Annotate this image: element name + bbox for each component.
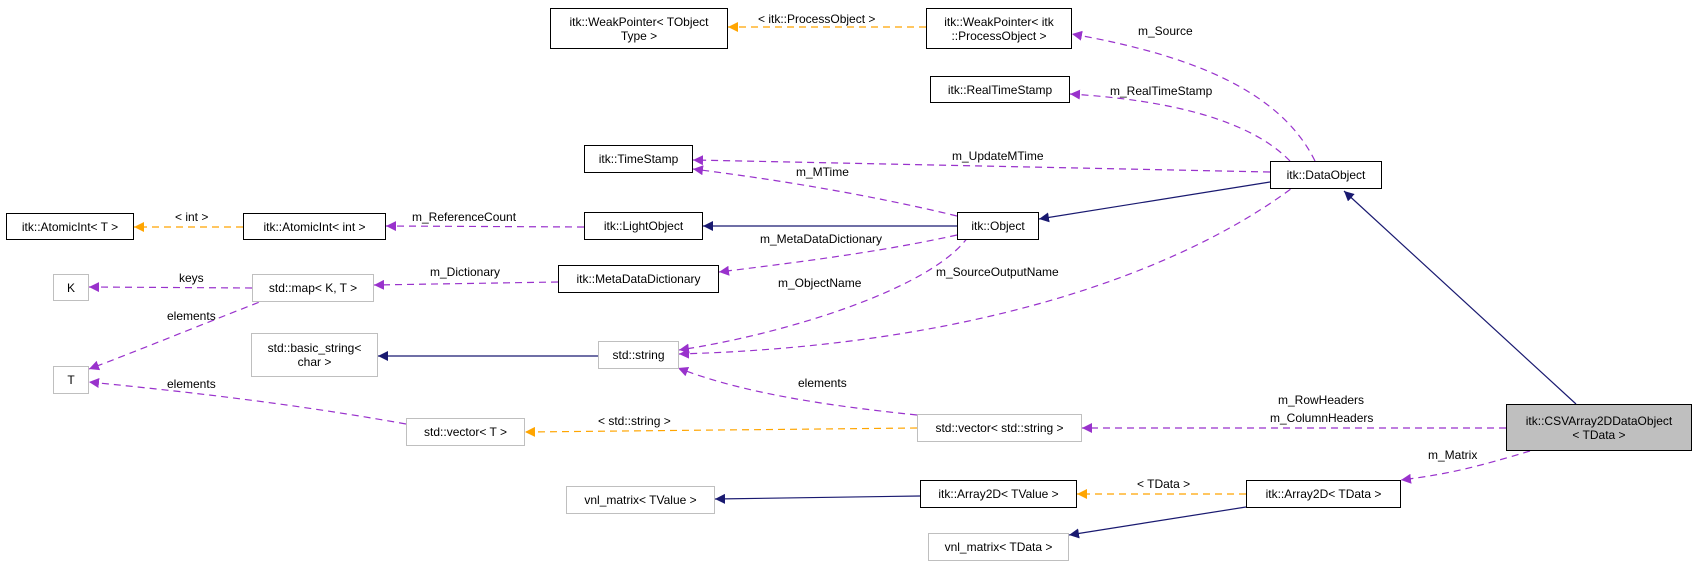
node-object[interactable]: itk::Object xyxy=(957,212,1039,240)
edge-vector-t-elements xyxy=(88,378,407,425)
node-metadatadictionary[interactable]: itk::MetaDataDictionary xyxy=(558,265,719,293)
node-vnl-matrix-tvalue[interactable]: vnl_matrix< TValue > xyxy=(566,486,715,514)
edge-csvarray-to-dataobject xyxy=(1343,190,1577,405)
node-std-map[interactable]: std::map< K, T > xyxy=(252,274,374,302)
node-label: itk::CSVArray2DDataObject xyxy=(1525,413,1673,428)
edge-label-referencecount: m_ReferenceCount xyxy=(412,210,517,224)
node-weakpointer-tobjecttype[interactable]: itk::WeakPointer< TObject Type > xyxy=(550,8,728,49)
edge-label-sourceoutputname: m_SourceOutputName xyxy=(936,265,1059,279)
node-label: itk::Array2D< TData > xyxy=(1265,487,1382,501)
node-label: std::map< K, T > xyxy=(268,281,358,295)
edge-map-keys xyxy=(88,282,253,293)
node-label: itk::WeakPointer< itk xyxy=(944,14,1054,29)
node-label: Type > xyxy=(620,28,658,43)
edge-label-tdata: < TData > xyxy=(1137,477,1191,491)
node-label: K xyxy=(66,280,75,295)
edge-label-std-string: < std::string > xyxy=(598,414,671,428)
edge-metadatadictionary-dictionary xyxy=(373,279,559,290)
node-dataobject[interactable]: itk::DataObject xyxy=(1270,161,1382,189)
edge-label-dictionary: m_Dictionary xyxy=(430,265,501,279)
node-label: vnl_matrix< TValue > xyxy=(584,493,697,507)
node-realtimestamp[interactable]: itk::RealTimeStamp xyxy=(930,76,1070,103)
edge-map-elements xyxy=(88,297,271,371)
node-label: itk::WeakPointer< TObject xyxy=(569,14,709,29)
edge-label-mtime: m_MTime xyxy=(796,165,849,179)
node-label: vnl_matrix< TData > xyxy=(944,540,1053,554)
node-atomicint-t[interactable]: itk::AtomicInt< T > xyxy=(6,213,134,240)
edge-label-matrix: m_Matrix xyxy=(1428,448,1478,462)
node-label: char > xyxy=(297,355,332,369)
node-std-string[interactable]: std::string xyxy=(598,341,679,369)
node-label: itk::TimeStamp xyxy=(598,152,679,166)
edge-label-vector-t-elements: elements xyxy=(167,377,216,391)
node-csvarray2ddataobject[interactable]: itk::CSVArray2DDataObject < TData > xyxy=(1506,404,1692,451)
node-label: itk::AtomicInt< int > xyxy=(263,219,366,234)
node-label: std::vector< T > xyxy=(424,425,507,439)
node-label: ::ProcessObject > xyxy=(951,28,1047,43)
edge-label-vector-string-elements: elements xyxy=(798,376,847,390)
node-weakpointer-processobject[interactable]: itk::WeakPointer< itk ::ProcessObject > xyxy=(926,8,1072,49)
edge-dataobject-to-object xyxy=(1038,181,1271,223)
edge-label-objectname: m_ObjectName xyxy=(778,276,862,290)
node-label: std::string xyxy=(612,348,665,362)
node-vector-string[interactable]: std::vector< std::string > xyxy=(917,414,1082,442)
edge-csvarray-matrix xyxy=(1400,450,1531,484)
node-label: itk::Array2D< TValue > xyxy=(938,487,1059,501)
edge-dataobject-updatemtime xyxy=(692,155,1271,173)
edge-label-metadatadictionary: m_MetaDataDictionary xyxy=(760,232,883,246)
edge-label-int: < int > xyxy=(175,210,209,224)
edge-label-keys: keys xyxy=(179,271,204,285)
node-label: T xyxy=(67,373,75,387)
edge-object-metadatadictionary xyxy=(718,234,958,276)
edge-label-source: m_Source xyxy=(1138,24,1193,38)
node-t[interactable]: T xyxy=(53,366,89,394)
edge-array2d-tdata-to-vnl-tdata xyxy=(1068,506,1247,539)
node-label: itk::AtomicInt< T > xyxy=(21,219,119,234)
node-label: std::vector< std::string > xyxy=(935,421,1064,435)
node-array2d-tdata[interactable]: itk::Array2D< TData > xyxy=(1246,480,1401,508)
node-basic-string[interactable]: std::basic_string< char > xyxy=(251,333,378,377)
edge-vector-string-template xyxy=(524,426,918,437)
node-label: < TData > xyxy=(1572,427,1626,442)
node-vector-t[interactable]: std::vector< T > xyxy=(406,418,525,446)
node-label: itk::DataObject xyxy=(1286,168,1366,182)
edge-object-objectname xyxy=(678,236,969,354)
node-array2d-tvalue[interactable]: itk::Array2D< TValue > xyxy=(920,480,1077,508)
node-timestamp[interactable]: itk::TimeStamp xyxy=(584,145,693,173)
edge-label-map-elements: elements xyxy=(167,309,216,323)
node-label: itk::Object xyxy=(971,219,1025,233)
edge-label-rowheaders: m_RowHeaders xyxy=(1278,393,1365,407)
edge-label-updatemtime: m_UpdateMTime xyxy=(952,149,1044,163)
node-k[interactable]: K xyxy=(53,274,89,301)
edge-label-processobject: < itk::ProcessObject > xyxy=(758,12,876,26)
node-label: itk::LightObject xyxy=(603,219,684,233)
node-atomicint-int[interactable]: itk::AtomicInt< int > xyxy=(243,213,386,240)
node-lightobject[interactable]: itk::LightObject xyxy=(584,212,703,240)
node-vnl-matrix-tdata[interactable]: vnl_matrix< TData > xyxy=(928,533,1069,561)
edge-label-columnheaders: m_ColumnHeaders xyxy=(1270,411,1374,425)
node-label: itk::RealTimeStamp xyxy=(947,82,1053,97)
node-label: std::basic_string< xyxy=(267,341,362,355)
edge-dataobject-source xyxy=(1071,30,1316,162)
edge-label-realtimestamp: m_RealTimeStamp xyxy=(1110,84,1213,98)
edge-dataobject-sourceoutputname xyxy=(678,181,1301,359)
edge-vector-string-elements xyxy=(677,366,918,416)
node-label: itk::MetaDataDictionary xyxy=(576,272,701,286)
edge-lightobject-referencecount xyxy=(385,221,585,232)
edge-dataobject-realtimestamp xyxy=(1069,89,1291,162)
edge-array2d-tvalue-to-vnl-tvalue xyxy=(714,493,921,504)
edge-object-mtime xyxy=(692,165,958,217)
